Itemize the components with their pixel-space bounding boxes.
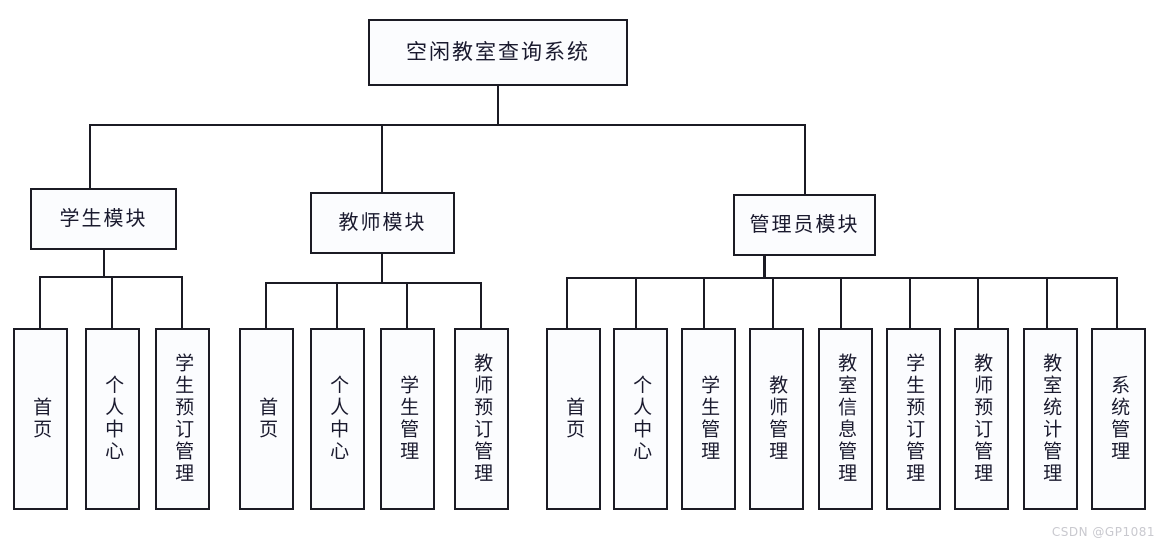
connector-admin-child-2 bbox=[703, 277, 705, 328]
connector-admin-bus bbox=[566, 277, 1118, 279]
node-leaf-label: 教师预订管理 bbox=[471, 353, 493, 485]
connector-root-stem bbox=[497, 86, 499, 124]
node-leaf-admin-teacher-mgmt: 教师管理 bbox=[749, 328, 804, 510]
node-leaf-admin-system-mgmt: 系统管理 bbox=[1091, 328, 1146, 510]
connector-admin-child-4 bbox=[840, 277, 842, 328]
node-leaf-label: 系统管理 bbox=[1108, 375, 1130, 463]
node-leaf-admin-student-booking: 学生预订管理 bbox=[886, 328, 941, 510]
watermark: CSDN @GP1081 bbox=[1051, 525, 1155, 539]
node-leaf-label: 教师预订管理 bbox=[971, 353, 993, 485]
node-leaf-label: 教室统计管理 bbox=[1040, 353, 1062, 485]
node-leaf-label: 个人中心 bbox=[630, 375, 652, 463]
connector-admin-child-5 bbox=[909, 277, 911, 328]
connector-drop-admin bbox=[804, 124, 806, 194]
node-leaf-label: 个人中心 bbox=[327, 375, 349, 463]
node-leaf-label: 首页 bbox=[30, 397, 52, 441]
node-leaf-label: 教室信息管理 bbox=[835, 353, 857, 485]
node-leaf-admin-teacher-booking: 教师预订管理 bbox=[954, 328, 1009, 510]
node-leaf-label: 首页 bbox=[256, 397, 278, 441]
node-leaf-label: 个人中心 bbox=[102, 375, 124, 463]
connector-student-child-2 bbox=[181, 276, 183, 328]
node-leaf-admin-profile: 个人中心 bbox=[613, 328, 668, 510]
node-leaf-admin-classroom-info: 教室信息管理 bbox=[818, 328, 873, 510]
node-leaf-admin-home: 首页 bbox=[546, 328, 601, 510]
node-leaf-label: 学生预订管理 bbox=[903, 353, 925, 485]
connector-student-stem bbox=[103, 250, 105, 276]
node-leaf-teacher-booking: 教师预订管理 bbox=[454, 328, 509, 510]
node-leaf-admin-classroom-stats: 教室统计管理 bbox=[1023, 328, 1078, 510]
connector-admin-child-3 bbox=[772, 277, 774, 328]
connector-drop-student bbox=[89, 124, 91, 188]
node-leaf-teacher-student-mgmt: 学生管理 bbox=[380, 328, 435, 510]
node-leaf-student-home: 首页 bbox=[13, 328, 68, 510]
node-module-teacher: 教师模块 bbox=[310, 192, 455, 254]
node-leaf-label: 学生管理 bbox=[698, 375, 720, 463]
connector-admin-child-8 bbox=[1116, 277, 1118, 328]
node-leaf-teacher-home: 首页 bbox=[239, 328, 294, 510]
connector-teacher-child-1 bbox=[336, 282, 338, 328]
node-module-student: 学生模块 bbox=[30, 188, 177, 250]
connector-teacher-child-2 bbox=[406, 282, 408, 328]
node-leaf-admin-student-mgmt: 学生管理 bbox=[681, 328, 736, 510]
connector-admin-child-7 bbox=[1046, 277, 1048, 328]
node-leaf-label: 教师管理 bbox=[766, 375, 788, 463]
connector-admin-child-1 bbox=[635, 277, 637, 328]
node-module-admin: 管理员模块 bbox=[733, 194, 876, 256]
connector-admin-child-6 bbox=[977, 277, 979, 328]
node-root: 空闲教室查询系统 bbox=[368, 19, 628, 86]
connector-teacher-bus bbox=[265, 282, 482, 284]
node-leaf-label: 学生预订管理 bbox=[172, 353, 194, 485]
connector-admin-stem bbox=[763, 256, 766, 277]
connector-student-child-0 bbox=[39, 276, 41, 328]
connector-drop-teacher bbox=[381, 124, 383, 192]
node-leaf-student-booking: 学生预订管理 bbox=[155, 328, 210, 510]
connector-teacher-stem bbox=[381, 254, 383, 282]
connector-teacher-child-0 bbox=[265, 282, 267, 328]
connector-top-bus bbox=[89, 124, 806, 126]
node-leaf-teacher-profile: 个人中心 bbox=[310, 328, 365, 510]
connector-student-child-1 bbox=[111, 276, 113, 328]
connector-admin-child-0 bbox=[566, 277, 568, 328]
node-leaf-label: 学生管理 bbox=[397, 375, 419, 463]
node-leaf-label: 首页 bbox=[563, 397, 585, 441]
node-leaf-student-profile: 个人中心 bbox=[85, 328, 140, 510]
connector-teacher-child-3 bbox=[480, 282, 482, 328]
